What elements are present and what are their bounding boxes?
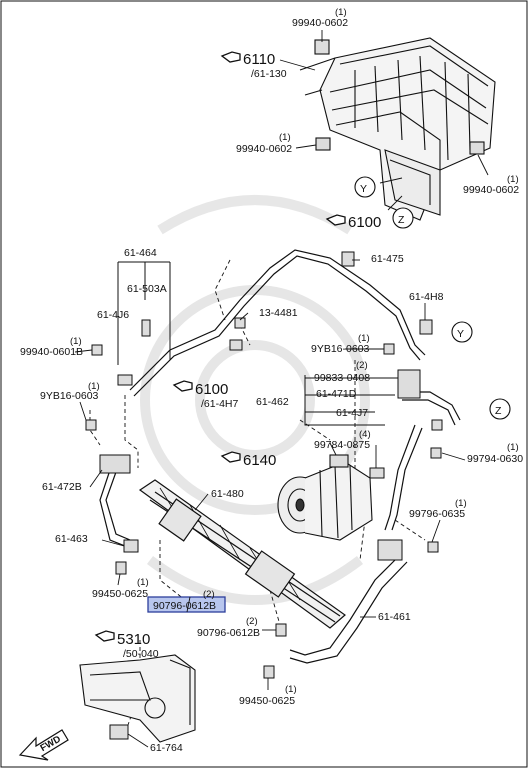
svg-text:(1): (1) (88, 381, 100, 392)
svg-text:61-4H8: 61-4H8 (409, 291, 444, 303)
svg-text:99450-0625: 99450-0625 (92, 588, 148, 600)
svg-text:(2): (2) (246, 616, 258, 627)
svg-text:99796-0635: 99796-0635 (409, 508, 465, 520)
marker-z-right: Z (489, 398, 511, 420)
svg-text:Y: Y (457, 328, 464, 340)
pointing-hand-icon (172, 380, 193, 392)
svg-text:6100: 6100 (348, 214, 381, 231)
svg-text:99940-0601B: 99940-0601B (20, 346, 83, 358)
svg-text:99450-0625: 99450-0625 (239, 695, 295, 707)
ref-6140: 6140 (220, 451, 276, 469)
svg-text:6110: 6110 (243, 51, 275, 68)
svg-text:61-471D: 61-471D (316, 388, 357, 400)
pointing-hand-icon (325, 214, 346, 226)
svg-text:(1): (1) (507, 442, 519, 453)
svg-text:Z: Z (495, 405, 502, 417)
lower-bracket-drawing (79, 654, 196, 743)
svg-text:9YB16-0603: 9YB16-0603 (40, 390, 99, 402)
svg-text:6100: 6100 (195, 381, 228, 398)
hvac-leaders (279, 30, 489, 211)
hvac-unit-drawing (299, 37, 496, 221)
callout-labels: (1) 99940-0602 (1) 99940-0602 (1) 99940-… (20, 7, 523, 754)
compressor-drawing (277, 454, 373, 541)
svg-text:9YB16-0603: 9YB16-0603 (311, 343, 370, 355)
svg-text:99833-0408: 99833-0408 (314, 372, 370, 384)
svg-text:5310: 5310 (117, 631, 150, 648)
highlight-box (147, 596, 226, 613)
callout-leaders (74, 259, 466, 748)
svg-text:99794-0630: 99794-0630 (467, 453, 523, 465)
svg-text:(1): (1) (70, 336, 82, 347)
svg-text:61-4J7: 61-4J7 (336, 407, 368, 419)
svg-text:Y: Y (360, 183, 367, 195)
svg-text:/50-040: /50-040 (123, 648, 159, 660)
svg-text:(1): (1) (137, 577, 149, 588)
svg-text:99940-0602: 99940-0602 (236, 143, 292, 155)
pointing-hand-icon (220, 51, 241, 63)
svg-text:99940-0602: 99940-0602 (463, 184, 519, 196)
highlighted-part-number: 90796-0612B (153, 600, 216, 612)
svg-text:(4): (4) (359, 429, 371, 440)
svg-text:61-764: 61-764 (150, 742, 183, 754)
svg-text:61-4J6: 61-4J6 (97, 309, 129, 321)
svg-text:61-503A: 61-503A (127, 283, 167, 295)
svg-text:(1): (1) (455, 498, 467, 509)
svg-text:(1): (1) (285, 684, 297, 695)
svg-text:Z: Z (398, 214, 405, 226)
svg-text:(2): (2) (203, 589, 215, 600)
svg-text:61-463: 61-463 (55, 533, 88, 545)
svg-text:99940-0602: 99940-0602 (292, 17, 348, 29)
bracket-61-464 (117, 261, 171, 365)
ref-6100-mid: 6100 /61-4H7 (172, 380, 239, 410)
fwd-arrow: FWD (18, 729, 69, 761)
svg-text:(1): (1) (335, 7, 347, 18)
svg-text:(1): (1) (358, 333, 370, 344)
svg-text:6140: 6140 (243, 452, 276, 469)
svg-text:61-461: 61-461 (378, 611, 411, 623)
ref-5310: 5310 /50-040 (94, 630, 159, 660)
svg-text:(1): (1) (507, 174, 519, 185)
svg-text:61-472B: 61-472B (42, 481, 82, 493)
marker-z-upper: Z (392, 207, 414, 229)
svg-text:(2): (2) (356, 360, 368, 371)
svg-text:/61-130: /61-130 (251, 68, 287, 80)
svg-text:99784-0875: 99784-0875 (314, 439, 370, 451)
pointing-hand-icon (94, 630, 115, 642)
marker-y-upper: Y (354, 176, 376, 198)
pointing-hand-icon (220, 451, 241, 463)
fittings (85, 251, 443, 740)
condenser-drawing (138, 479, 346, 629)
svg-text:90796-0612B: 90796-0612B (197, 627, 260, 639)
marker-y-right: Y (451, 321, 473, 343)
svg-text:/61-4H7: /61-4H7 (201, 398, 239, 410)
svg-text:(1): (1) (279, 132, 291, 143)
svg-text:61-480: 61-480 (211, 488, 244, 500)
bracket-61-462 (304, 375, 400, 426)
svg-text:61-464: 61-464 (124, 247, 157, 259)
svg-text:61-462: 61-462 (256, 396, 289, 408)
watermark-emblem (140, 195, 370, 605)
ref-6110: 6110 /61-130 (220, 51, 287, 80)
ref-6100-upper: 6100 (325, 214, 381, 231)
svg-text:61-475: 61-475 (371, 253, 404, 265)
svg-text:13-4481: 13-4481 (259, 307, 298, 319)
